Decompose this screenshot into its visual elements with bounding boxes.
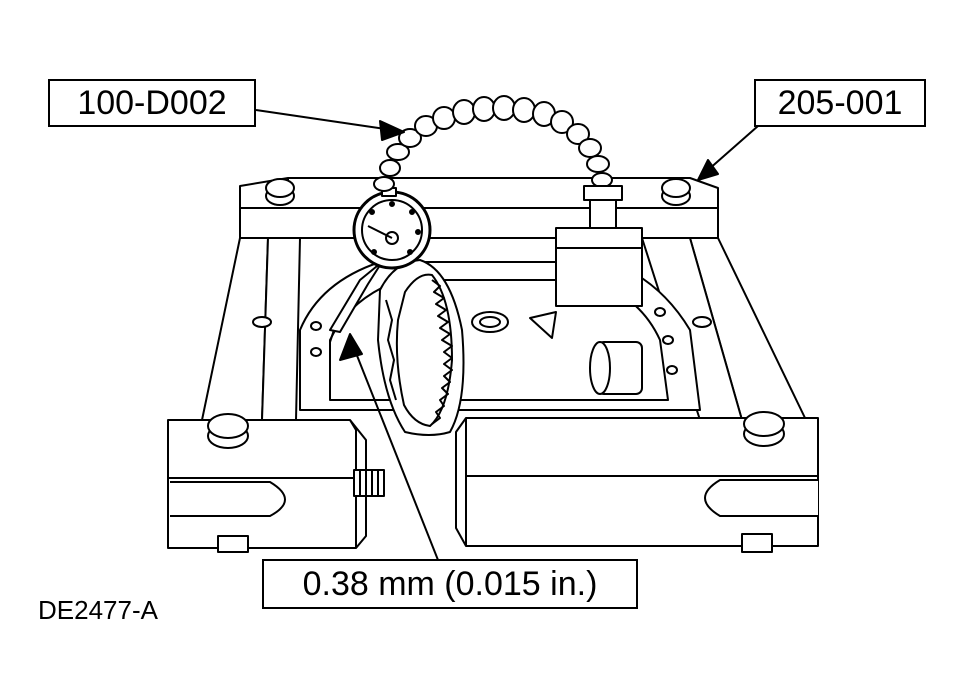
fixture-left-rail [201, 237, 301, 421]
magnetic-base [555, 185, 643, 307]
arrowhead-tool-b [697, 159, 719, 181]
figure-id: DE2477-A [38, 595, 158, 625]
leader-spec [353, 347, 439, 561]
ring-gear [377, 259, 465, 436]
leader-tool-b [707, 125, 759, 171]
dial-indicator-gauge [329, 187, 432, 343]
callout-dial-indicator-tool: 100-D002 [48, 79, 256, 127]
threaded-stud [353, 469, 385, 497]
callout-holding-fixture-tool: 205-001 [754, 79, 926, 127]
leader-tool-a [255, 109, 393, 131]
bolt-front-right [743, 411, 785, 447]
bolt-front-left [207, 413, 249, 449]
flexible-arm [373, 95, 613, 192]
arrowhead-spec [339, 333, 363, 361]
fixture-front-left-bar [167, 419, 367, 553]
arrowhead-tool-a [379, 120, 405, 141]
bolt-back-right [661, 178, 691, 206]
leader-lines [255, 109, 759, 561]
fixture-front-right-bar [455, 417, 819, 553]
fixture-back-bar [239, 177, 719, 239]
fixture-bolts [207, 178, 785, 449]
callout-runout-spec: 0.38 mm (0.015 in.) [262, 559, 638, 609]
bolt-back-left [265, 178, 295, 206]
